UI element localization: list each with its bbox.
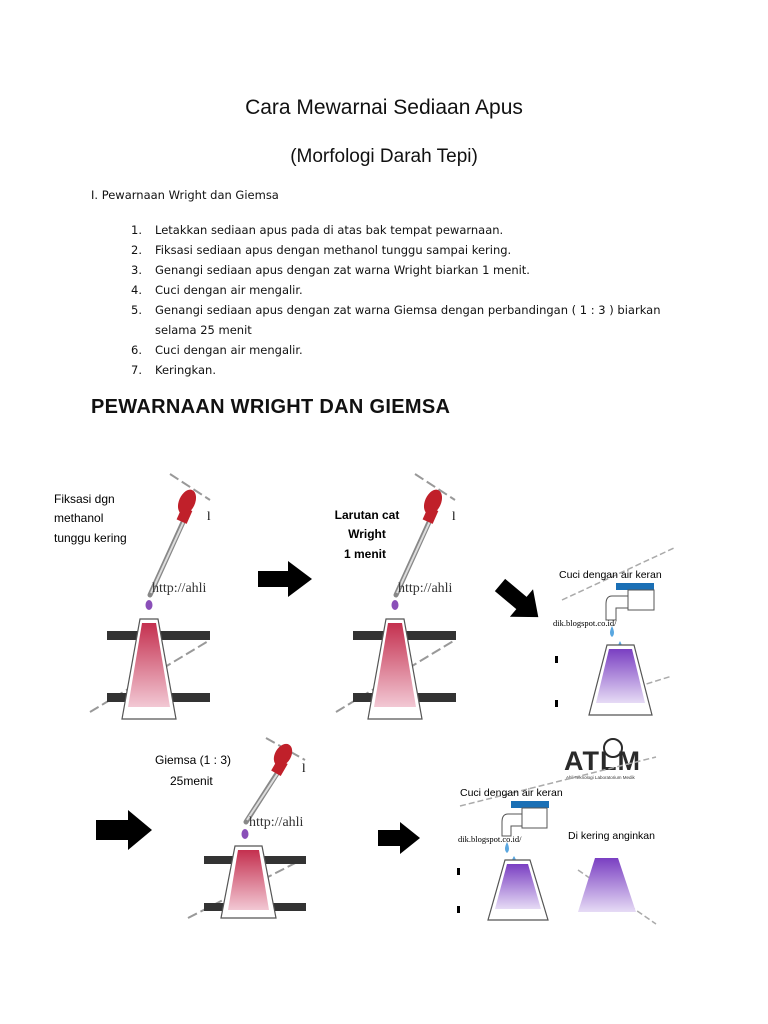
drop-icon (241, 829, 249, 839)
panel2-label-1: Larutan cat (335, 508, 400, 522)
panel2-label-3: 1 menit (344, 547, 386, 561)
panel3-caption: Cuci dengan air keran (559, 569, 662, 581)
tap-icon (605, 589, 655, 621)
stained-slide-icon (228, 850, 269, 910)
panel-rinse-dry: ATLM Ahli Teknologi Laboratorium Medik C… (457, 738, 657, 925)
atlm-logo: ATLM Ahli Teknologi Laboratorium Medik (564, 738, 641, 780)
arrow-diagonal-icon (494, 578, 539, 618)
tick-mark (457, 868, 460, 875)
panel2-watermark: http://ahli (398, 581, 453, 596)
arrow-right-icon (96, 810, 152, 850)
water-drop-icon (505, 842, 509, 853)
diagram-heading: PEWARNAAN WRIGHT DAN GIEMSA (91, 396, 451, 418)
stained-slide-icon (596, 649, 645, 703)
panel1-edge-mark: l (207, 508, 211, 523)
panel4-edge-mark: l (302, 760, 306, 775)
panel-rinse-1: Cuci dengan air keran dik.blogspot.co.id… (553, 547, 675, 716)
watermark-line (169, 473, 211, 501)
logo-emblem-icon (603, 738, 623, 758)
list-item: 6.Cuci dengan air mengalir. (131, 343, 303, 357)
page-title: Cara Mewarnai Sediaan Apus (245, 96, 523, 119)
watermark-line (414, 473, 456, 501)
watermark-line (459, 756, 657, 807)
arrow-right-icon (378, 822, 420, 854)
section-heading: I. Pewarnaan Wright dan Giemsa (91, 188, 279, 202)
stained-slide-icon (495, 864, 541, 909)
tap-icon (501, 807, 548, 837)
list-item: 2.Fiksasi sediaan apus dengan methanol t… (131, 243, 512, 257)
panel1-watermark: http://ahli (152, 581, 207, 596)
water-drop-icon (610, 626, 614, 637)
panel3-watermark: dik.blogspot.co.id/ (553, 618, 617, 628)
panel2-edge-mark: l (452, 508, 456, 523)
logo-subtext: Ahli Teknologi Laboratorium Medik (566, 775, 635, 780)
stained-slide-icon (374, 623, 416, 707)
panel1-label-1: Fiksasi dgn (54, 492, 115, 506)
steps-list: 1. Letakkan sediaan apus pada di atas ba… (131, 220, 671, 380)
panel-wright: Larutan cat Wright 1 menit l http://ahli (335, 473, 456, 720)
panel5-caption: Cuci dengan air keran (460, 787, 563, 799)
tick-mark (555, 656, 558, 663)
panel-fixation: Fiksasi dgn methanol tunggu kering l htt… (54, 473, 211, 720)
tick-mark (457, 906, 460, 913)
panel2-label-2: Wright (348, 527, 386, 541)
panel4-label-1: Giemsa (1 : 3) (155, 753, 231, 767)
list-item: 4.Cuci dengan air mengalir. (131, 283, 303, 297)
panel1-label-3: tunggu kering (54, 531, 127, 545)
list-item: 1. Letakkan sediaan apus pada di atas ba… (131, 223, 504, 237)
dropper-icon (243, 743, 293, 825)
watermark-line (561, 547, 675, 601)
drop-icon (145, 600, 153, 610)
logo-text: ATLM (564, 746, 641, 776)
tick-mark (555, 700, 558, 707)
panel5-watermark: dik.blogspot.co.id/ (458, 834, 522, 844)
list-item: 3. Genangi sediaan apus dengan zat warna… (131, 263, 530, 277)
dropper-icon (393, 489, 443, 598)
page-subtitle: (Morfologi Darah Tepi) (290, 146, 478, 167)
panel5-dry-label: Di kering anginkan (568, 830, 655, 842)
panel-giemsa: Giemsa (1 : 3) 25menit l http://ahli (155, 737, 306, 919)
arrow-right-icon (258, 561, 312, 597)
tap-handle-icon (616, 583, 654, 590)
list-item: 5.Genangi sediaan apus dengan zat warna … (131, 303, 661, 337)
panel4-label-2: 25menit (170, 774, 213, 788)
panel1-label-2: methanol (54, 511, 103, 525)
stained-slide-icon (128, 623, 170, 707)
dropper-icon (147, 489, 197, 598)
dried-slide-icon (578, 858, 636, 912)
list-item: 7.Keringkan. (131, 363, 217, 377)
panel4-watermark: http://ahli (249, 815, 304, 830)
drop-icon (391, 600, 399, 610)
tap-handle-icon (511, 801, 549, 808)
